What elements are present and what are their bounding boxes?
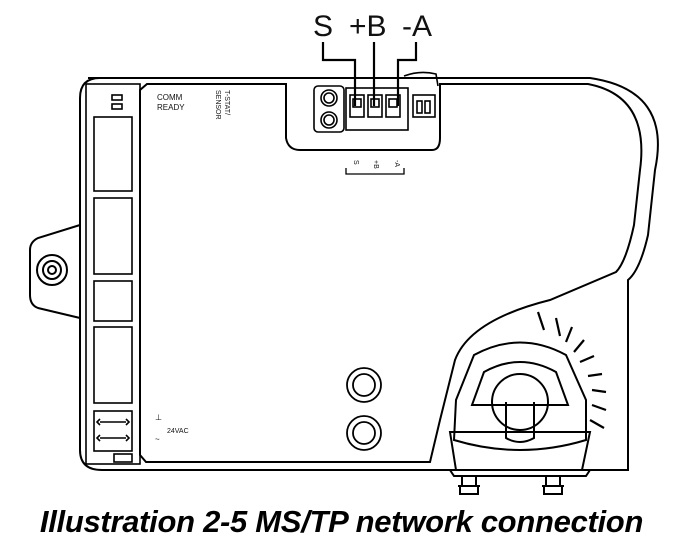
comm-label: COMM (157, 93, 183, 102)
block-label-b: +B (372, 160, 379, 169)
label-bracket (345, 168, 405, 175)
block-label-a: -A (393, 160, 400, 167)
tstat-label: T-STAT/ (223, 90, 230, 115)
ac-symbol: ~ (155, 435, 160, 444)
wire-a (396, 42, 418, 106)
ready-label: READY (157, 103, 185, 112)
center-mounting-holes (346, 367, 382, 451)
left-connector-strip (85, 83, 141, 465)
wire-label-s: S (313, 10, 333, 43)
wire-s (321, 42, 357, 106)
position-scale (536, 311, 607, 429)
shaft-clamp (448, 341, 592, 495)
device-housing (79, 77, 659, 471)
wire-label-a: -A (402, 10, 432, 43)
wire-label-b: +B (349, 10, 387, 43)
block-label-s: S (352, 160, 359, 165)
ground-symbol: ⊥ (155, 413, 162, 422)
figure-caption: Illustration 2-5 MS/TP network connectio… (39, 504, 644, 539)
sensor-label: SENSOR (214, 90, 221, 120)
mounting-tab (29, 224, 81, 319)
vac-label: 24VAC (167, 428, 189, 435)
terminal-block (313, 71, 439, 133)
